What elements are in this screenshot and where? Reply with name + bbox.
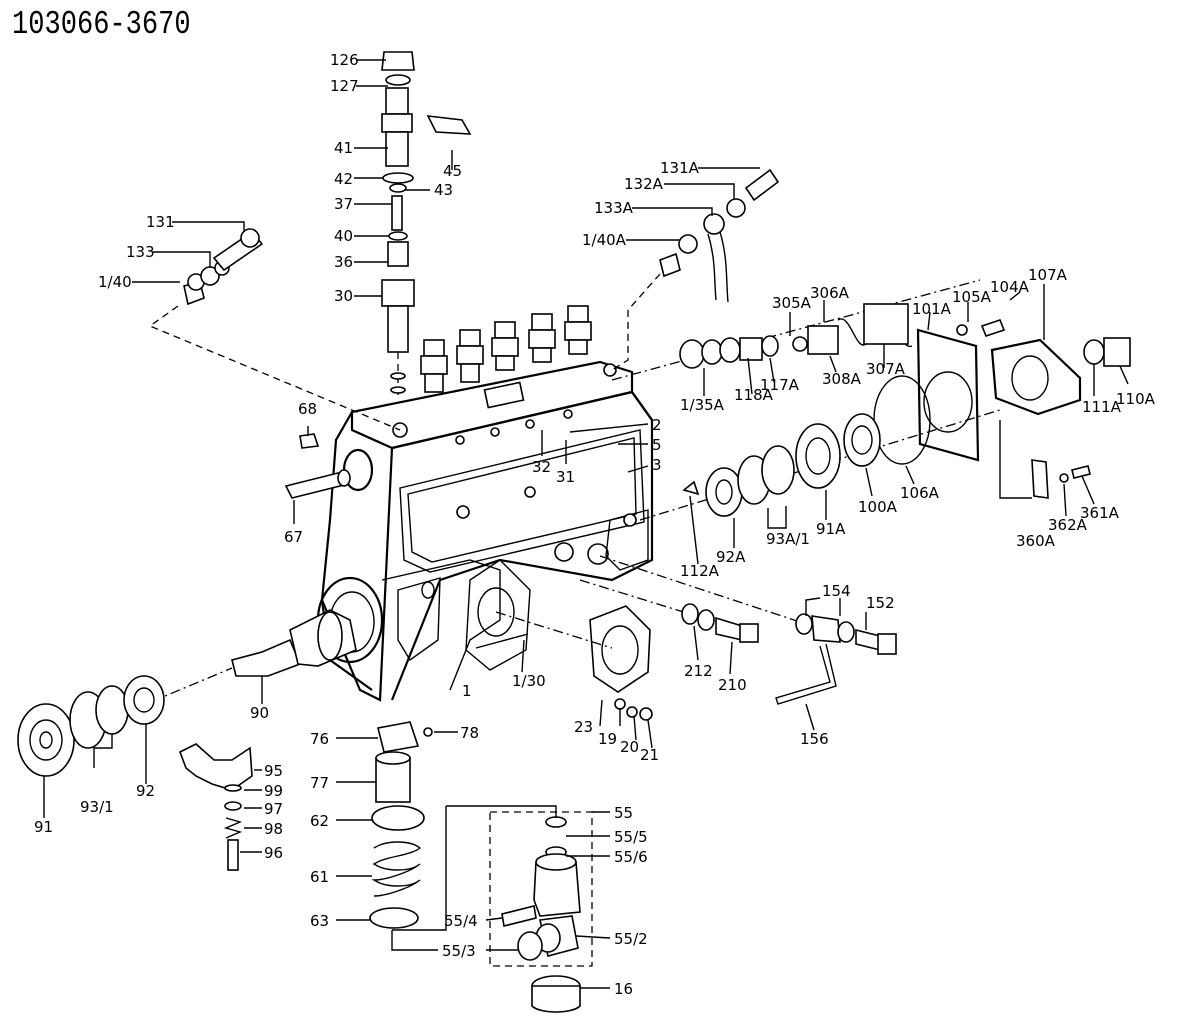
callout-78: 78 (460, 724, 479, 742)
callout-90: 90 (250, 704, 269, 722)
callout-93A-1: 93A/1 (766, 530, 810, 548)
callout-106A: 106A (900, 484, 940, 502)
callout-37: 37 (334, 195, 353, 213)
callout-308A: 308A (822, 370, 862, 388)
callout-55-6: 55/6 (614, 848, 648, 866)
callout-55: 55 (614, 804, 633, 822)
callout-360A: 360A (1016, 532, 1056, 550)
small-side-parts (284, 433, 351, 499)
callout-92A: 92A (716, 548, 746, 566)
callout-306A: 306A (810, 284, 850, 302)
callout-67: 67 (284, 528, 303, 546)
callout-96: 96 (264, 844, 283, 862)
callout-61: 61 (310, 868, 329, 886)
left-banjo-fitting (148, 228, 401, 431)
delivery-valve-stack (381, 51, 472, 400)
callout-31: 31 (556, 468, 575, 486)
callout-131A: 131A (660, 159, 700, 177)
gasket-and-nuts (475, 605, 653, 721)
callout-305A: 305A (772, 294, 812, 312)
callout-93-1: 93/1 (80, 798, 114, 816)
callout-133A: 133A (594, 199, 634, 217)
callout-3: 3 (652, 456, 662, 474)
callout-104A: 104A (990, 278, 1030, 296)
callout-361A: 361A (1080, 504, 1120, 522)
tappet-assembly (178, 721, 433, 929)
callout-40: 40 (334, 227, 353, 245)
callout-36: 36 (334, 253, 353, 271)
callout-307A: 307A (866, 360, 906, 378)
callout-99: 99 (264, 782, 283, 800)
callout-97: 97 (264, 800, 283, 818)
callout-95: 95 (264, 762, 283, 780)
lower-right-fittings (579, 555, 897, 705)
part-number-title: 103066-3670 (12, 6, 191, 43)
callout-107A: 107A (1028, 266, 1068, 284)
callout-16: 16 (614, 980, 633, 998)
callout-111A: 111A (1082, 398, 1122, 416)
callout-63: 63 (310, 912, 329, 930)
callout-76: 76 (310, 730, 329, 748)
callout-20: 20 (620, 738, 639, 756)
leader-lines (43, 59, 1129, 989)
callout-156: 156 (800, 730, 829, 748)
callout-110A: 110A (1116, 390, 1156, 408)
callout-19: 19 (598, 730, 617, 748)
callout-133: 133 (126, 243, 155, 261)
callout-labels: 126 127 41 45 42 43 37 40 36 30 131 133 … (34, 51, 1156, 998)
callout-126: 126 (330, 51, 359, 69)
callout-42: 42 (334, 170, 353, 188)
callout-98: 98 (264, 820, 283, 838)
callout-118A: 118A (734, 386, 774, 404)
callout-1: 1 (462, 682, 472, 700)
callout-2: 2 (652, 416, 662, 434)
callout-1-35A: 1/35A (680, 396, 725, 414)
callout-55-5: 55/5 (614, 828, 648, 846)
callout-62: 62 (310, 812, 329, 830)
callout-117A: 117A (760, 376, 800, 394)
callout-362A: 362A (1048, 516, 1088, 534)
callout-101A: 101A (912, 300, 952, 318)
callout-23: 23 (574, 718, 593, 736)
callout-210: 210 (718, 676, 747, 694)
callout-132A: 132A (624, 175, 664, 193)
governor-right-parts (611, 279, 1131, 521)
callout-55-4: 55/4 (444, 912, 478, 930)
callout-55-3: 55/3 (442, 942, 476, 960)
callout-127: 127 (330, 77, 359, 95)
callout-92: 92 (136, 782, 155, 800)
callout-21: 21 (640, 746, 659, 764)
callout-1-30: 1/30 (512, 672, 546, 690)
callout-45: 45 (443, 162, 462, 180)
right-banjo-fitting (611, 168, 780, 371)
callout-5: 5 (652, 436, 662, 454)
callout-91A: 91A (816, 520, 846, 538)
callout-32: 32 (532, 458, 551, 476)
callout-91: 91 (34, 818, 53, 836)
callout-1-40A: 1/40A (582, 231, 627, 249)
roller-tappet-box (392, 805, 593, 1013)
callout-77: 77 (310, 774, 329, 792)
delivery-valve-holders (420, 305, 592, 409)
drive-shaft-assembly (17, 609, 357, 777)
callout-30: 30 (334, 287, 353, 305)
callout-41: 41 (334, 139, 353, 157)
callout-43: 43 (434, 181, 453, 199)
callout-1-40: 1/40 (98, 273, 132, 291)
callout-68: 68 (298, 400, 317, 418)
callout-105A: 105A (952, 288, 992, 306)
callout-100A: 100A (858, 498, 898, 516)
callout-212: 212 (684, 662, 713, 680)
callout-55-2: 55/2 (614, 930, 648, 948)
callout-154: 154 (822, 582, 851, 600)
callout-152: 152 (866, 594, 895, 612)
callout-131: 131 (146, 213, 175, 231)
callout-112A: 112A (680, 562, 720, 580)
